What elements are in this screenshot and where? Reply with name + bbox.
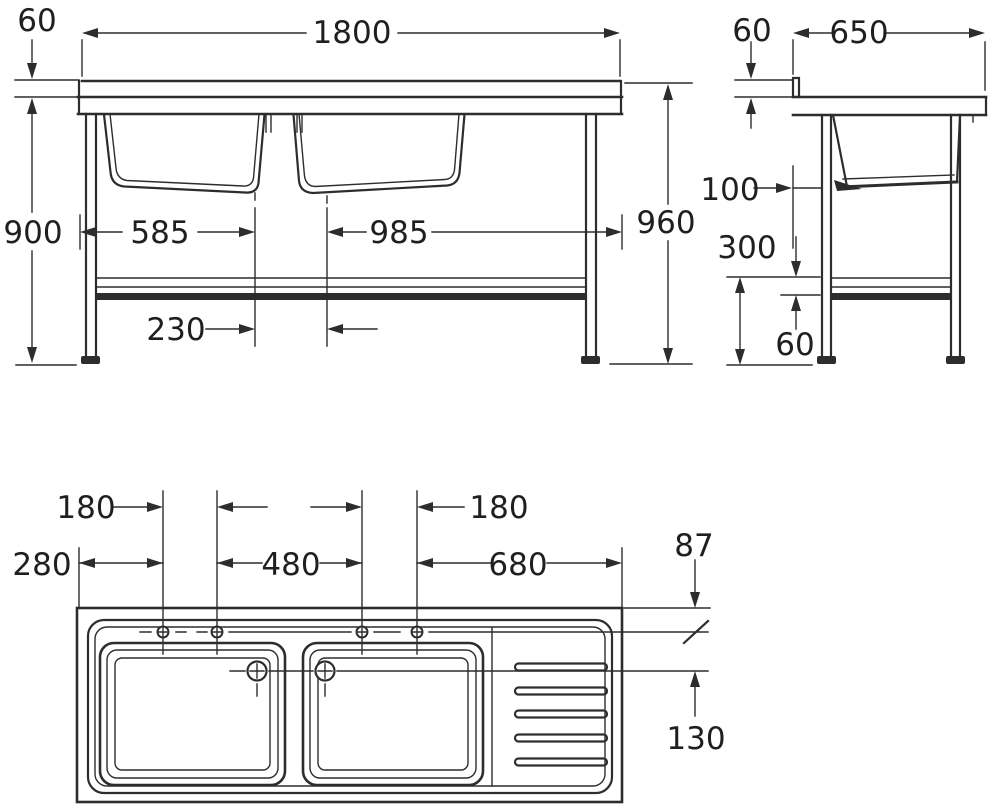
front-bowl-back-edges — [265, 113, 303, 133]
plan-waste-holes — [246, 660, 336, 697]
dim-label-280: 280 — [12, 547, 71, 583]
front-rails — [95, 277, 587, 300]
dim-rail-gap: 60 — [775, 236, 821, 363]
dim-tap-pitch-left: 180 — [56, 490, 268, 526]
side-rails — [830, 277, 952, 300]
side-worktop — [791, 95, 988, 123]
dim-overall-height: 960 — [609, 82, 696, 365]
dim-worktop-height: 900 — [3, 98, 77, 366]
dim-label-900: 900 — [3, 215, 62, 251]
side-leg-back — [817, 113, 836, 364]
dim-front-upstand: 60 — [14, 3, 80, 98]
dim-tap-to-right-edge: 680 — [416, 547, 622, 583]
dim-tap-pitch-right: 180 — [310, 490, 529, 526]
dim-edge-to-drain1: 585 — [79, 214, 255, 251]
plan-drainer-slats — [513, 662, 609, 767]
plan-worktop-outline — [75, 606, 624, 804]
dim-tap-span-centre: 480 — [216, 547, 363, 583]
dim-label-230: 230 — [146, 312, 205, 348]
plan-bowl-2 — [301, 641, 485, 787]
dim-label-180-right: 180 — [469, 490, 528, 526]
dim-label-585: 585 — [130, 215, 189, 251]
dim-tap-line-to-waste: 130 — [666, 671, 726, 757]
plan-view: 180 180 280 480 680 — [12, 490, 726, 804]
side-bowl — [831, 113, 962, 191]
dim-label-100: 100 — [700, 172, 759, 208]
plan-bowl-1 — [98, 641, 287, 787]
side-upstand — [791, 76, 801, 99]
dim-label-480: 480 — [261, 547, 320, 583]
front-bowl-2 — [292, 113, 466, 195]
front-bowl-1 — [102, 113, 266, 194]
dim-label-1800: 1800 — [313, 15, 392, 51]
side-elevation: 650 60 100 300 — [700, 13, 988, 366]
dim-rail-height: 300 — [717, 230, 821, 366]
dim-drain2-to-edge: 985 — [327, 214, 623, 251]
plan-recess-outer — [86, 618, 614, 795]
dim-label-180-left: 180 — [56, 490, 115, 526]
dim-label-87: 87 — [674, 528, 713, 564]
dim-label-650: 650 — [829, 15, 888, 51]
dim-side-upstand: 60 — [732, 13, 793, 129]
dim-overall-width: 1800 — [81, 15, 621, 77]
dim-back-to-bowl: 100 — [700, 165, 822, 249]
dim-overall-depth: 650 — [792, 15, 986, 91]
dim-label-300: 300 — [717, 230, 776, 266]
front-leg-left — [81, 112, 100, 364]
plan-recess-inner — [94, 626, 606, 787]
front-drain-centerlines — [254, 192, 328, 347]
plan-tap-holes — [156, 625, 424, 639]
front-leg-right — [581, 112, 600, 364]
front-elevation: 1800 60 900 585 — [3, 3, 696, 366]
dim-edge-to-tap-line: 87 — [623, 528, 714, 645]
dim-drain-spacing: 230 — [146, 312, 378, 348]
side-leg-front — [946, 113, 965, 364]
dim-label-130: 130 — [666, 721, 725, 757]
dim-edge-to-tap: 280 — [12, 547, 164, 583]
dim-label-985: 985 — [369, 215, 428, 251]
plan-extension-lines — [78, 490, 623, 655]
dim-label-680: 680 — [488, 547, 547, 583]
dim-label-960: 960 — [636, 205, 695, 241]
dim-label-60-front: 60 — [17, 3, 56, 39]
dim-label-60-rails: 60 — [775, 327, 814, 363]
dim-label-60-side-top: 60 — [732, 13, 771, 49]
front-worktop — [76, 79, 624, 116]
